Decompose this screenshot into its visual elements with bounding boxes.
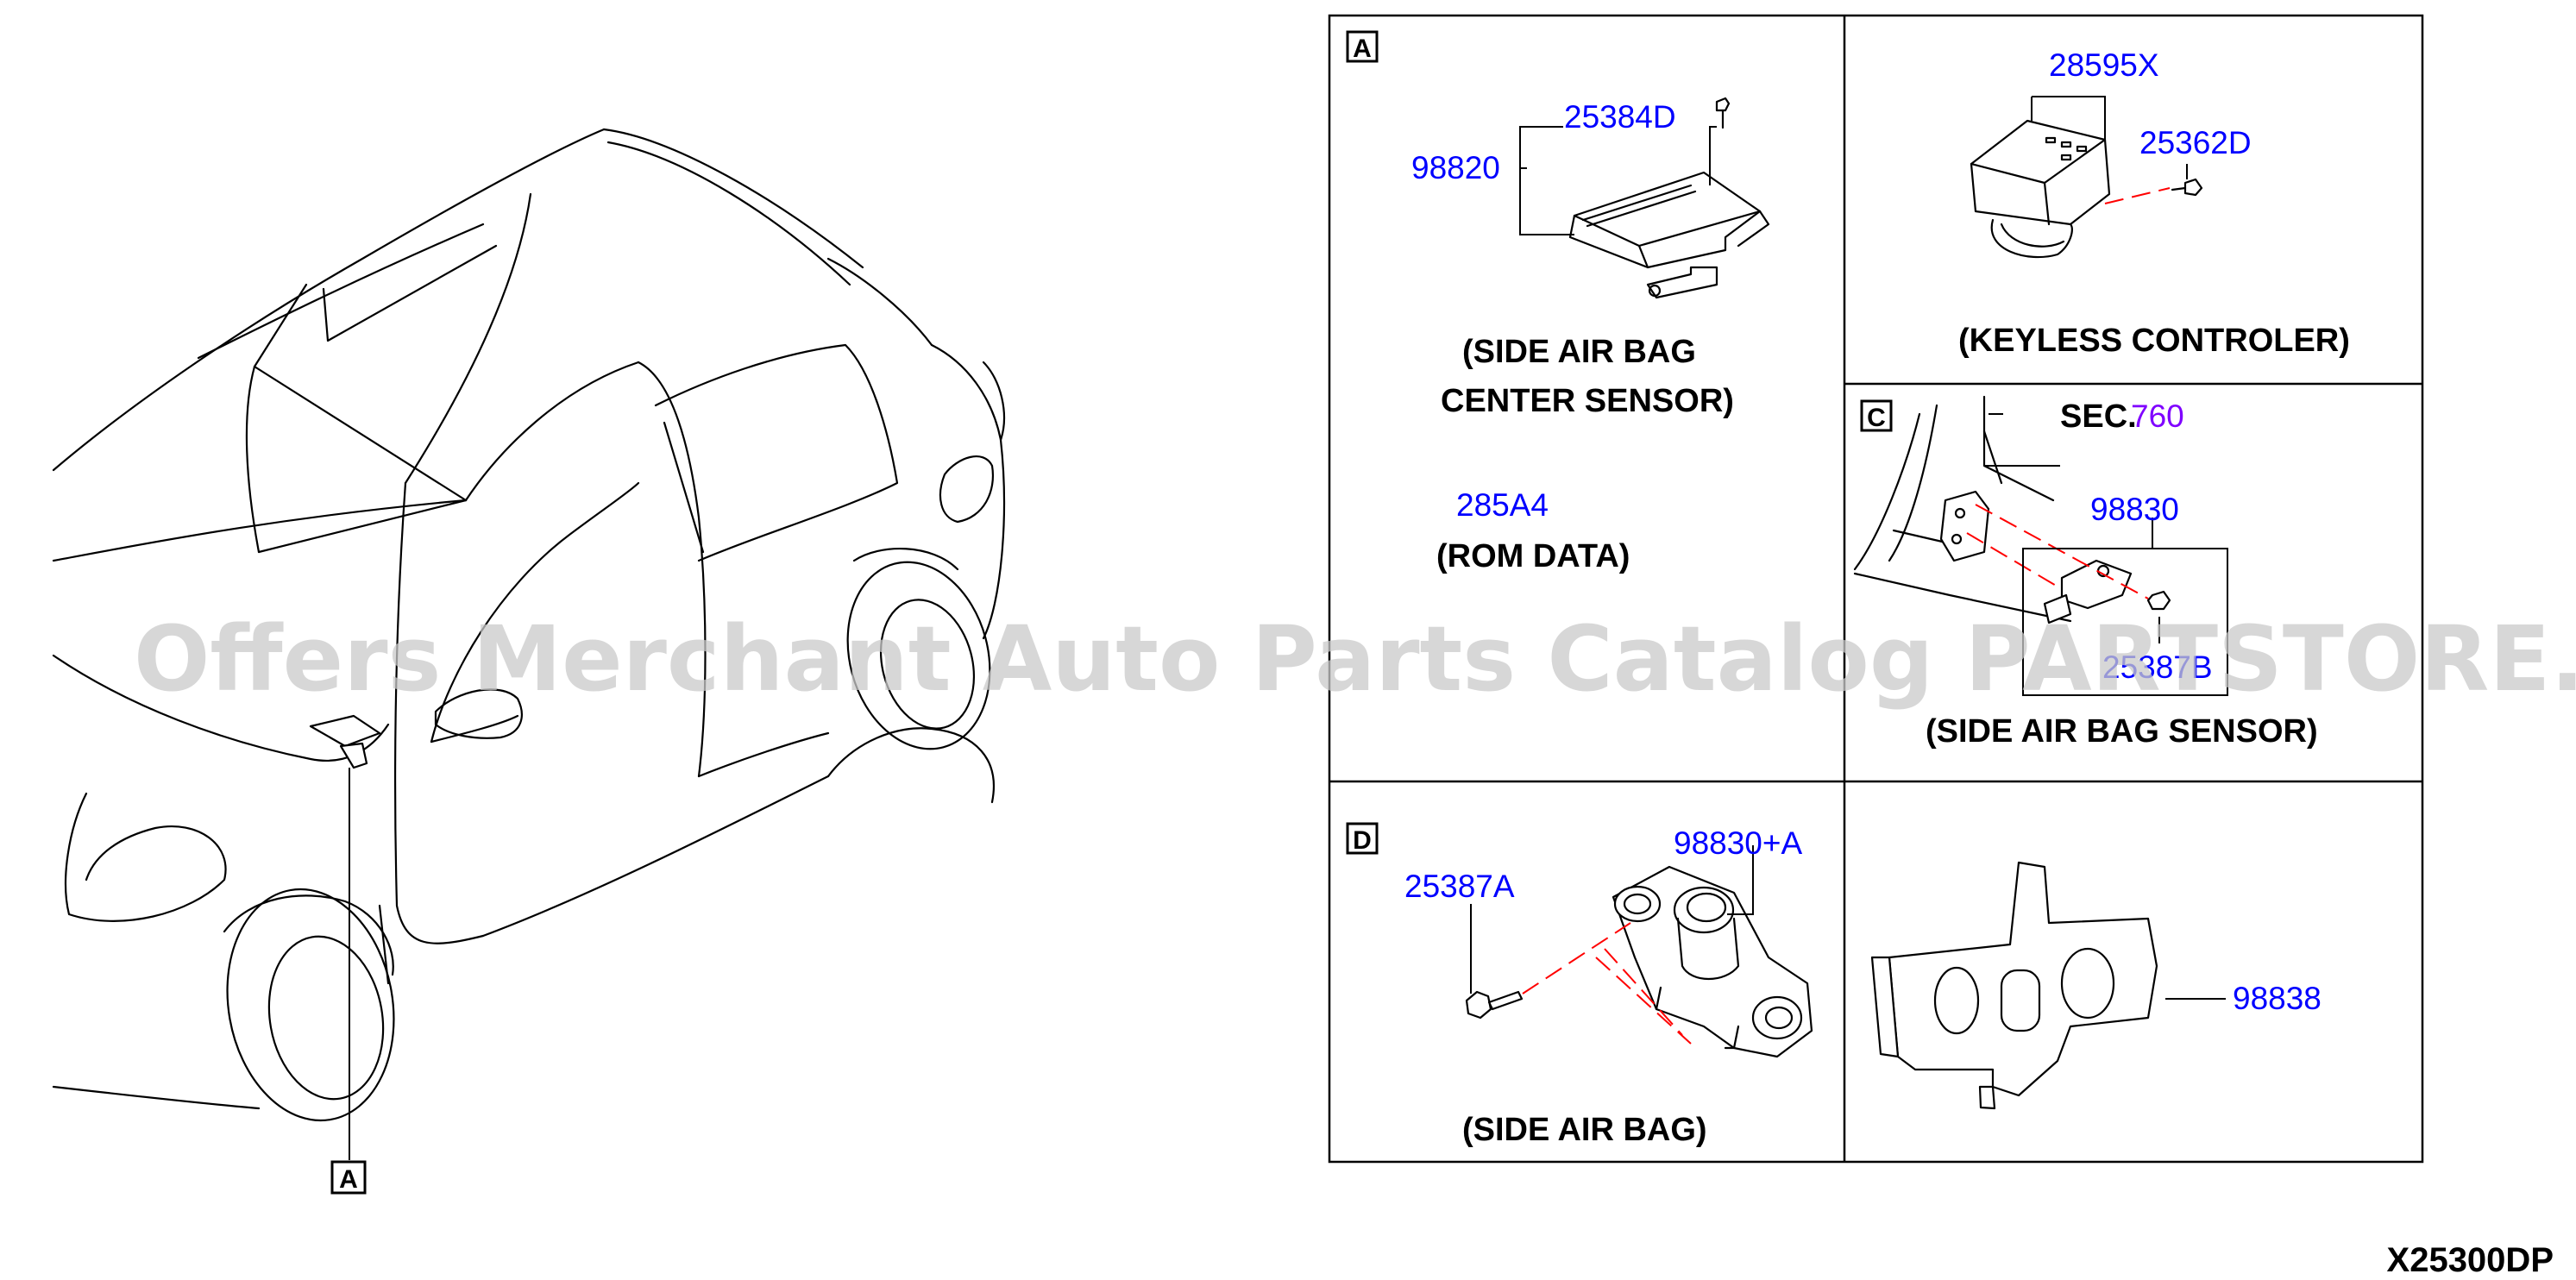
side-sensor-mount-drawing <box>1853 395 2171 624</box>
caption-side-airbag: (SIDE AIR BAG) <box>1462 1112 1707 1148</box>
part-number-25362d: 25362D <box>2139 125 2252 160</box>
box-bracket: 98838 <box>1870 861 2322 1110</box>
box-d: D 25387A 98830+A (SIDE AIR BAG) <box>1346 822 1813 1148</box>
part-number-25387b: 25387B <box>2102 649 2213 685</box>
watermark: Offers Merchant Auto Parts Catalog PARTS… <box>134 606 2576 712</box>
part-number-98820: 98820 <box>1411 150 1500 185</box>
caption-rom-data: (ROM DATA) <box>1436 538 1630 574</box>
part-number-25384d: 25384D <box>1564 99 1676 135</box>
part-number-98830-a: 98830+A <box>1674 825 1802 861</box>
sec-reference-text: SEC. <box>2060 398 2137 435</box>
car-callout-label: A <box>339 1165 358 1194</box>
part-number-25387a: 25387A <box>1404 869 1515 904</box>
part-number-98838: 98838 <box>2233 981 2322 1016</box>
car-illustration <box>52 128 1006 1160</box>
sec-reference-number: 760 <box>2131 398 2184 434</box>
keyless-controller-drawing <box>1970 119 2203 259</box>
box-c: C SEC. 760 98830 25387B <box>1853 395 2318 750</box>
car-callout-a: A <box>330 1160 367 1195</box>
center-sensor-drawing <box>1568 97 1770 299</box>
box-c-label: C <box>1867 404 1886 432</box>
caption-side-airbag-center-sensor-line2: CENTER SENSOR) <box>1441 383 1734 419</box>
part-number-285a4: 285A4 <box>1456 487 1549 523</box>
side-airbag-sensor-drawing <box>1465 865 1813 1058</box>
panel-grid <box>1328 14 2424 1164</box>
caption-side-airbag-sensor: (SIDE AIR BAG SENSOR) <box>1926 713 2318 750</box>
part-number-98830: 98830 <box>2090 492 2179 527</box>
caption-side-airbag-center-sensor-line1: (SIDE AIR BAG <box>1462 334 1696 370</box>
caption-keyless-controller: (KEYLESS CONTROLER) <box>1958 323 2350 359</box>
box-a: A 25384D 98820 (SIDE AIR BAG CENTER SENS… <box>1346 30 1770 574</box>
box-keyless: 28595X 25362D (KEYLESS CONTROLER) <box>1958 47 2350 359</box>
box-d-label: D <box>1353 826 1372 855</box>
part-number-28595x: 28595X <box>2049 47 2159 83</box>
box-a-label: A <box>1353 35 1372 63</box>
diagram-code: X25300DP <box>2387 1241 2554 1279</box>
bracket-drawing <box>1870 861 2158 1110</box>
